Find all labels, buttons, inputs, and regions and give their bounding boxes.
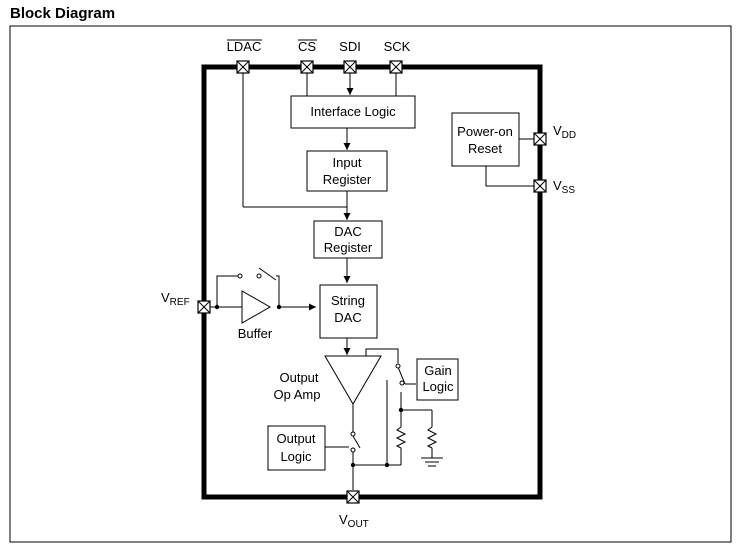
sck-pin [389, 60, 403, 74]
signal-arrows [279, 73, 354, 355]
sdi-label: SDI [339, 39, 361, 54]
string-dac-label-line2: DAC [334, 310, 361, 325]
ldac-pin [236, 60, 250, 74]
op-amp-label-line2: Op Amp [274, 387, 321, 402]
dac-register-block: DAC Register [313, 220, 383, 259]
interface-logic-block: Interface Logic [290, 95, 416, 129]
power-on-reset-label-line1: Power-on [457, 124, 513, 139]
power-on-reset-label-line2: Reset [468, 141, 502, 156]
vss-label: VSS [553, 178, 575, 196]
ldac-label: LDAC [227, 39, 262, 54]
cs-pin [300, 60, 314, 74]
input-register-label-line2: Register [323, 172, 372, 187]
dac-register-label-line1: DAC [334, 224, 361, 239]
op-amp-triangle-icon [324, 355, 382, 405]
input-register-block: Input Register [306, 150, 388, 192]
chip-boundary [201, 64, 543, 500]
gain-logic-label-line1: Gain [424, 363, 451, 378]
gain-logic-label-line2: Logic [422, 379, 454, 394]
gain-logic-block: Gain Logic [416, 358, 459, 401]
junction-dots [214, 304, 404, 468]
input-register-label-line1: Input [333, 155, 362, 170]
op-amp-label-line1: Output [279, 370, 318, 385]
buffer-triangle-icon [241, 290, 272, 324]
dac-register-label-line2: Register [324, 240, 373, 255]
vref-label: VREF [161, 290, 190, 308]
ground-icon [421, 457, 443, 467]
vout-pin [346, 490, 360, 504]
sck-label: SCK [384, 39, 411, 54]
vdd-label: VDD [553, 123, 576, 141]
cs-label: CS [298, 39, 316, 54]
interface-logic-label: Interface Logic [310, 104, 396, 119]
vout-label: VOUT [339, 512, 369, 530]
vdd-pin [533, 132, 547, 146]
vss-pin [533, 179, 547, 193]
diagram-heading: Block Diagram [10, 5, 116, 22]
string-dac-block: String DAC [319, 284, 378, 339]
resistor-ladder [395, 426, 438, 449]
sdi-pin [343, 60, 357, 74]
outer-frame [9, 25, 732, 543]
switch-contacts [237, 273, 405, 453]
output-logic-block: Output Logic [267, 425, 326, 471]
power-on-reset-block: Power-on Reset [451, 112, 520, 167]
output-logic-label-line2: Logic [280, 449, 312, 464]
output-logic-label-line1: Output [276, 431, 315, 446]
buffer-label: Buffer [238, 326, 273, 341]
vref-pin [197, 300, 211, 314]
wires [210, 73, 534, 490]
string-dac-label-line1: String [331, 293, 365, 308]
